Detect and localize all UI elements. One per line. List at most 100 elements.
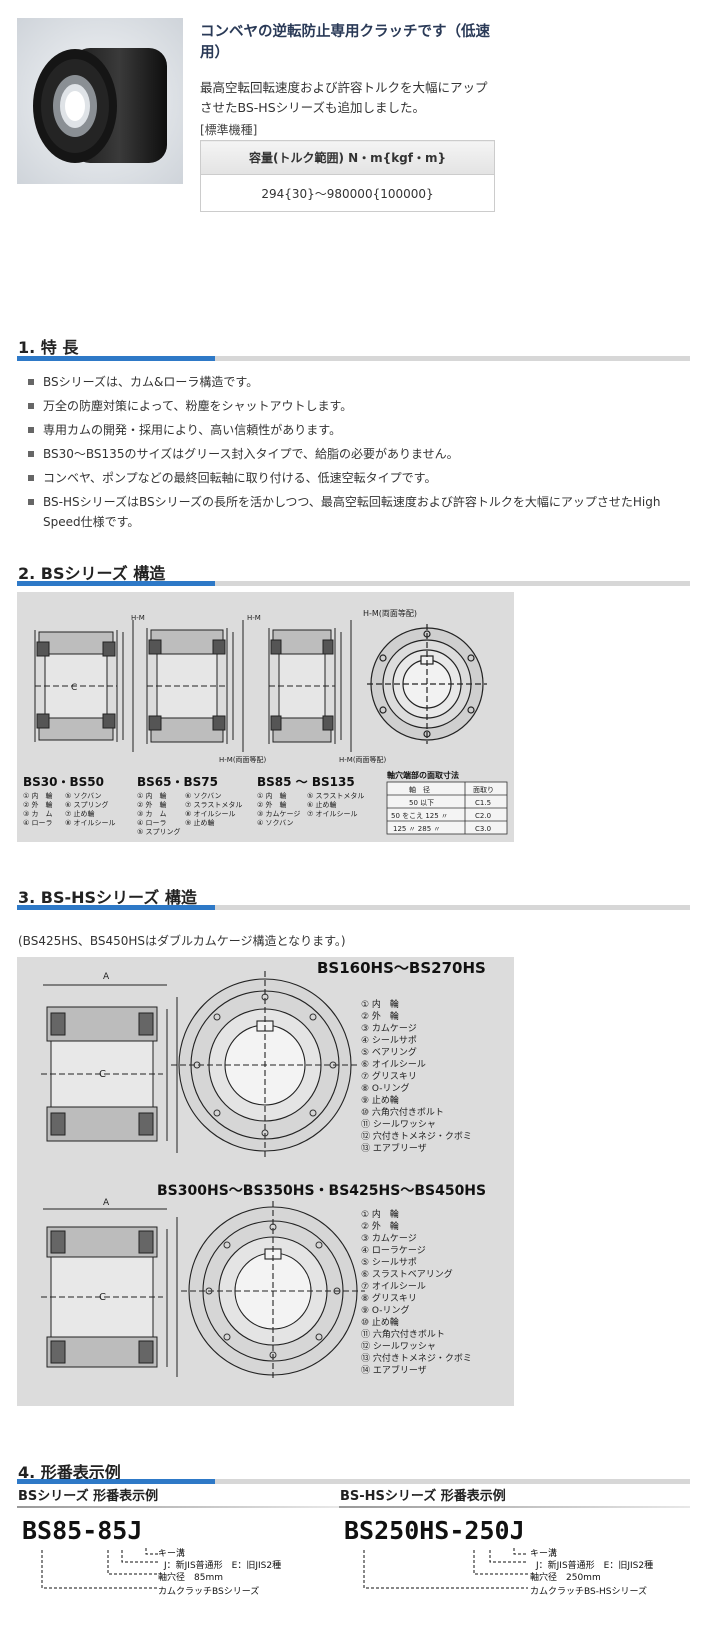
part-label: ④ ローラケージ bbox=[361, 1245, 426, 1256]
model-title-bs30: BS30・BS50 bbox=[23, 775, 104, 789]
hs-note-jis: J：新JIS普通形 E：旧JIS2種 bbox=[536, 1561, 654, 1571]
chamfer-cell: 50 をこえ 125 〃 bbox=[391, 812, 448, 820]
part-label: ⑭ エアブリーザ bbox=[361, 1364, 427, 1376]
bs-model-rule bbox=[17, 1506, 339, 1508]
section-title-model: 4. 形番表示例 bbox=[18, 1463, 121, 1482]
bs-note-bore: 軸穴径 85mm bbox=[158, 1573, 223, 1583]
part-label: ④ ローラ bbox=[137, 819, 167, 827]
section-rule bbox=[17, 356, 690, 361]
part-label: ⑪ 六角穴付きボルト bbox=[361, 1328, 445, 1340]
bs65-section-drawing bbox=[146, 620, 244, 752]
part-label: ⑦ スラストメタル bbox=[185, 800, 242, 809]
chamfer-cell: 125 〃 285 〃 bbox=[393, 825, 440, 833]
hs-note: (BS425HS、BS450HSはダブルカムケージ構造となります。) bbox=[18, 934, 346, 948]
bs-note-series: カムクラッチBSシリーズ bbox=[158, 1587, 260, 1597]
hs-model-rule bbox=[339, 1506, 690, 1508]
part-label: ⑩ 六角穴付きボルト bbox=[361, 1106, 444, 1118]
part-label: ⑬ 穴付きトメネジ・クボミ bbox=[361, 1352, 472, 1364]
hs-note-keyway: キー溝 bbox=[530, 1549, 558, 1559]
part-label: ① 内 輪 bbox=[257, 791, 287, 800]
bs-front-view-drawing bbox=[367, 624, 487, 744]
section-title-bs-structure: 2. BSシリーズ 構造 bbox=[18, 564, 166, 583]
hm-short-label-2: H-M bbox=[247, 614, 261, 622]
part-label: ⑬ エアブリーザ bbox=[361, 1142, 427, 1154]
hm-label: H-M(両面等配) bbox=[363, 608, 417, 618]
part-label: ③ カ ム bbox=[23, 810, 53, 818]
hs-structure-figure: BS160HS～BS270HS BS300HS～BS350HS・BS425HS～… bbox=[17, 957, 514, 1406]
part-label: ④ シールサポ bbox=[361, 1035, 417, 1046]
hs-bottom-section-drawing bbox=[41, 1208, 178, 1377]
dim-c: C bbox=[71, 683, 77, 693]
part-label: ⑦ オイルシール bbox=[307, 810, 358, 818]
chamfer-header-shaft: 軸 径 bbox=[409, 785, 430, 794]
product-description: 最高空転回転速度および許容トルクを大幅にアップさせたBS-HSシリーズも追加しま… bbox=[200, 80, 488, 115]
part-label: ⑥ 止め輪 bbox=[307, 800, 337, 809]
capacity-value: 294{30}～980000{100000} bbox=[200, 174, 495, 212]
part-label: ⑦ オイルシール bbox=[361, 1281, 426, 1292]
list-item: 専用カムの開発・採用により、高い信頼性があります。 bbox=[22, 420, 682, 440]
chamfer-cell: C2.0 bbox=[475, 812, 491, 820]
part-label: ⑦ グリスキリ bbox=[361, 1070, 417, 1082]
hs-bottom-front-view bbox=[181, 1201, 365, 1381]
section-title-features: 1. 特 長 bbox=[18, 338, 79, 357]
part-label: ⑤ スプリング bbox=[137, 827, 181, 836]
part-label: ① 内 輪 bbox=[361, 1208, 399, 1220]
list-item: BSシリーズは、カム&ローラ構造です。 bbox=[22, 372, 682, 392]
part-label: ⑪ シールワッシャ bbox=[361, 1119, 436, 1130]
section-title-hs-structure: 3. BS-HSシリーズ 構造 bbox=[18, 888, 197, 907]
part-label: ⑥ スラストベアリング bbox=[361, 1268, 453, 1280]
part-label: ① 内 輪 bbox=[23, 791, 53, 800]
hs-top-bolt-holes bbox=[193, 993, 337, 1137]
part-label: ⑧ オイルシール bbox=[185, 810, 236, 818]
section-rule bbox=[17, 1479, 690, 1484]
bs-model-leaders bbox=[41, 1548, 158, 1589]
bs-model-heading: BSシリーズ 形番表示例 bbox=[18, 1489, 159, 1504]
list-item: コンベヤ、ポンプなどの最終回転軸に取り付ける、低速空転タイプです。 bbox=[22, 468, 682, 488]
part-label: ③ カムケージ bbox=[361, 1233, 417, 1244]
part-label: ④ ソクバン bbox=[257, 819, 294, 827]
part-label: ③ カ ム bbox=[137, 810, 167, 818]
part-label: ⑤ ソクバン bbox=[65, 792, 102, 800]
hs-note-series: カムクラッチBS-HSシリーズ bbox=[530, 1587, 648, 1597]
part-label: ⑧ グリスキリ bbox=[361, 1292, 417, 1304]
bs-structure-figure: C bbox=[17, 592, 514, 842]
hs-title-top: BS160HS～BS270HS bbox=[317, 959, 486, 977]
model-title-bs65: BS65・BS75 bbox=[137, 775, 218, 789]
hm-label-3: H-M(両面等配) bbox=[339, 755, 387, 764]
features-list: BSシリーズは、カム&ローラ構造です。 万全の防塵対策によって、粉塵をシャットア… bbox=[22, 372, 682, 536]
part-label: ⑨ 止め輪 bbox=[361, 1094, 399, 1106]
part-label: ① 内 輪 bbox=[361, 998, 399, 1010]
part-label: ⑩ 止め輪 bbox=[361, 1316, 399, 1328]
hs-model-heading: BS-HSシリーズ 形番表示例 bbox=[340, 1489, 506, 1504]
part-label: ⑥ ソクバン bbox=[185, 792, 222, 800]
bs-note-jis: J：新JIS普通形 E：旧JIS2種 bbox=[164, 1561, 282, 1571]
part-label: ⑨ O-リング bbox=[361, 1304, 410, 1316]
part-label: ④ ローラ bbox=[23, 819, 53, 827]
part-label: ② 外 輪 bbox=[23, 800, 53, 809]
part-label: ② 外 輪 bbox=[361, 1220, 399, 1232]
hs-note-bore: 軸穴径 250mm bbox=[530, 1573, 601, 1583]
part-label: ⑤ ベアリング bbox=[361, 1046, 417, 1058]
hs-model-code: BS250HS-250J bbox=[344, 1516, 525, 1545]
hs-top-front-view bbox=[171, 971, 359, 1159]
part-label: ③ カムケージ bbox=[257, 810, 300, 818]
chamfer-cell: C1.5 bbox=[475, 799, 491, 807]
part-label: ② 外 輪 bbox=[361, 1010, 399, 1022]
dim-c-bottom: C bbox=[99, 1292, 106, 1303]
chamfer-title: 軸穴端部の面取寸法 bbox=[387, 770, 459, 780]
product-photo bbox=[17, 18, 183, 184]
chamfer-cell: 50 以下 bbox=[409, 799, 434, 807]
bs-model-code: BS85-85J bbox=[22, 1516, 143, 1545]
hm-short-label: H-M bbox=[131, 614, 145, 622]
section-rule bbox=[17, 905, 690, 910]
part-label: ⑤ シールサポ bbox=[361, 1257, 417, 1268]
bs30-section-drawing bbox=[34, 620, 134, 752]
list-item: 万全の防塵対策によって、粉塵をシャットアウトします。 bbox=[22, 396, 682, 416]
hs-bottom-bolt-holes bbox=[205, 1223, 341, 1359]
part-label: ⑤ スラストメタル bbox=[307, 791, 364, 800]
model-title-bs85: BS85 ～ BS135 bbox=[257, 775, 355, 789]
part-label: ① 内 輪 bbox=[137, 791, 167, 800]
hs-top-section-drawing bbox=[41, 984, 178, 1153]
clutch-image bbox=[17, 18, 183, 184]
part-label: ⑥ オイルシール bbox=[361, 1059, 426, 1070]
